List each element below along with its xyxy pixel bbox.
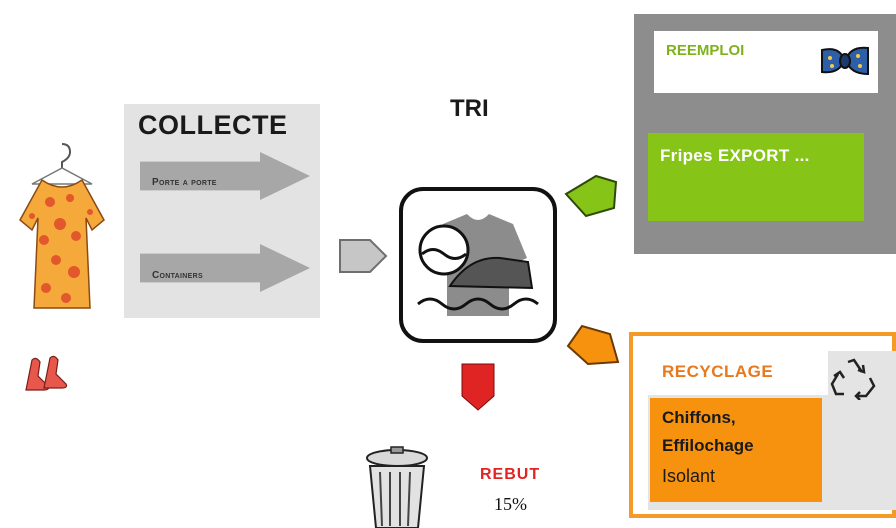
- isolant-label: Isolant: [662, 466, 716, 486]
- trash-can-icon: [366, 446, 428, 528]
- rebut-percent: 15%: [494, 494, 527, 514]
- reemploi-title: REEMPLOI: [666, 42, 745, 59]
- arrow-to-rebut: [461, 363, 495, 411]
- dress-icon: [19, 143, 105, 309]
- chiffons-box: [650, 398, 822, 502]
- tri-title: TRI: [450, 95, 489, 122]
- containers-label: Containers: [152, 270, 203, 281]
- recyclage-title: RECYCLAGE: [662, 362, 774, 381]
- bow-tie-icon: [821, 46, 869, 76]
- chiffons-label: Chiffons,: [662, 408, 736, 427]
- arrow-to-tri: [339, 239, 388, 273]
- arrow-porte-a-porte: [140, 152, 310, 200]
- shoes-icon: [25, 355, 68, 391]
- arrow-to-recyclage: [566, 324, 620, 366]
- effilochage-label: Effilochage: [662, 436, 754, 455]
- fripes-export-label: Fripes EXPORT ...: [660, 146, 810, 165]
- arrow-to-reemploi: [564, 174, 618, 218]
- fripes-box: [648, 133, 864, 221]
- collecte-title: COLLECTE: [138, 110, 288, 140]
- porte-a-porte-label: Porte a porte: [152, 177, 217, 188]
- recyclage-header: [648, 351, 828, 395]
- recycle-icon: [830, 358, 876, 400]
- arrow-containers: [140, 244, 310, 292]
- rebut-title: REBUT: [480, 466, 541, 480]
- laundry-icon: [399, 187, 557, 343]
